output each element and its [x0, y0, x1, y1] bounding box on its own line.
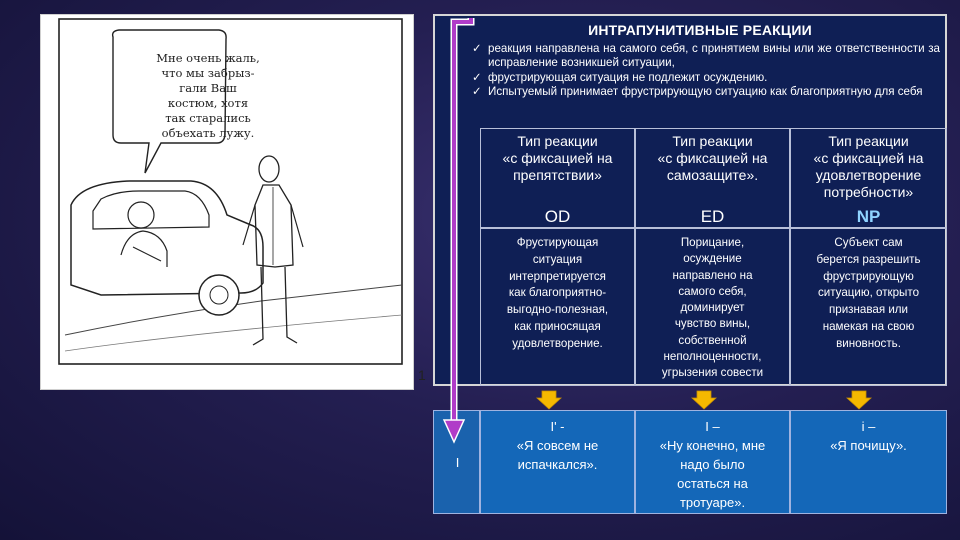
column-header-np: Тип реакции «с фиксацией на удовлетворен…: [813, 133, 924, 200]
speech-line: Мне очень жаль,: [156, 51, 260, 65]
speech-line: гали Ваш: [179, 81, 237, 95]
speech-bubble-text: Мне очень жаль, что мы забрыз- гали Ваш …: [153, 51, 263, 141]
cartoon-illustration: Мне очень жаль, что мы забрыз- гали Ваш …: [40, 14, 426, 390]
check-icon: ✓: [472, 70, 482, 84]
description-np: Субъект сам берется разрешить фрустрирую…: [816, 236, 921, 350]
code-np: NP: [856, 207, 881, 226]
table-title: ИНТРАПУНИТИВНЫЕ РЕАКЦИИ: [588, 22, 812, 38]
check-icon: ✓: [472, 85, 482, 99]
description-od: Фрустирующая ситуация интерпретируется к…: [506, 236, 609, 350]
code-od: OD: [544, 207, 571, 226]
cartoon-drawing: [58, 18, 403, 365]
header-cell-ed: [635, 128, 790, 228]
example-ed: I – «Ну конечно, мне надо было остаться …: [659, 419, 766, 510]
desc-cell-od: [480, 228, 635, 386]
bullet-item: ✓фрустрирующая ситуация не подлежит осуж…: [472, 70, 768, 84]
column-header-od: Тип реакции «с фиксацией на препятствии»: [502, 133, 613, 183]
header-cell-od: [480, 128, 635, 228]
example-od: I' - «Я совсем не испачкался».: [516, 419, 599, 472]
example-cell-od: I' - «Я совсем не испачкался».: [480, 410, 635, 514]
speech-line: объехать лужу.: [161, 126, 255, 140]
description-ed: Порицание, осуждение направлено на самог…: [661, 236, 764, 380]
desc-cell-np: [790, 228, 947, 386]
row-label: I: [455, 455, 460, 470]
bullet-item: ✓Испытуемый принимает фрустрирующую ситу…: [472, 85, 923, 99]
header-cell-np: [790, 128, 947, 228]
example-cell-np: i – «Я почищу».: [790, 410, 947, 514]
speech-line: костюм, хотя: [167, 96, 249, 110]
speech-line: так старались: [165, 111, 251, 125]
column-header-ed: Тип реакции «с фиксацией на самозащите».: [657, 133, 768, 183]
example-np: i – «Я почищу».: [830, 419, 907, 453]
bullet-item: ✓реакция направлена на самого себя, с пр…: [472, 42, 940, 70]
arrow-down-icon: [691, 390, 717, 410]
desc-cell-ed: [635, 228, 790, 386]
reactions-table: [433, 14, 947, 386]
arrow-down-icon: [536, 390, 562, 410]
speech-line: что мы забрыз-: [161, 66, 255, 80]
arrow-down-icon: [846, 390, 872, 410]
example-cell-ed: I – «Ну конечно, мне надо было остаться …: [635, 410, 790, 514]
check-icon: ✓: [472, 42, 482, 55]
bullet-list: ✓реакция направлена на самого себя, с пр…: [472, 42, 940, 100]
connector-arrow-icon: [442, 18, 475, 444]
code-ed: ED: [700, 207, 725, 226]
panel-number: 1: [418, 367, 426, 383]
